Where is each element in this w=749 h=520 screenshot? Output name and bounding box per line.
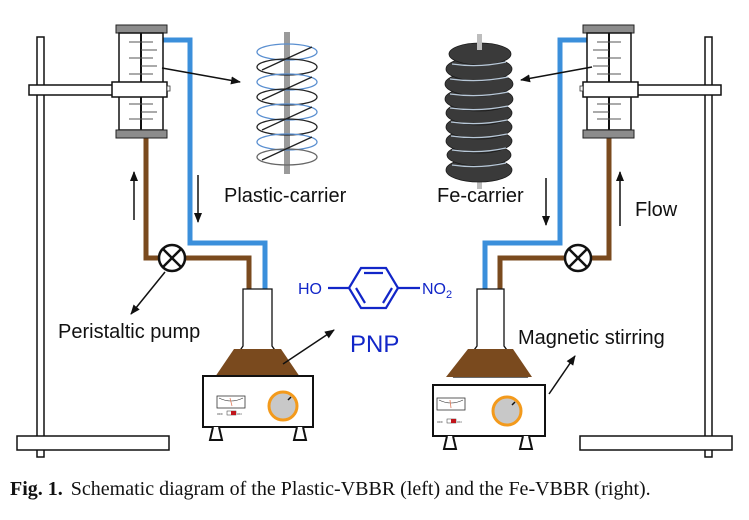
schematic-diagram: Peristaltic pump Plastic-carrier [16, 24, 733, 458]
plastic-carrier-label: Plastic-carrier [224, 185, 347, 207]
peristaltic-pump-label: Peristaltic pump [58, 321, 200, 343]
right-peristaltic-pump-icon [563, 243, 593, 273]
stirring-label-arrow [548, 355, 576, 395]
svg-text:OFF: OFF [437, 420, 443, 424]
ho-group-label: HO [298, 281, 322, 298]
fe-carrier-label: Fe-carrier [437, 185, 524, 207]
caption-text: Schematic diagram of the Plastic-VBBR (l… [70, 478, 651, 500]
right-flask [446, 288, 532, 378]
left-effluent-tube [163, 37, 268, 355]
plastic-carrier-icon [256, 32, 318, 174]
no2-group-label: NO2 [422, 281, 452, 301]
svg-text:ON: ON [237, 412, 242, 416]
caption-prefix: Fig. 1. [10, 478, 63, 500]
pnp-label: PNP [350, 331, 399, 358]
pnp-pointer-arrow [282, 329, 335, 365]
left-carrier-pointer-arrow [161, 67, 241, 85]
fe-carrier-icon [444, 34, 514, 189]
right-reactor-column [579, 24, 639, 139]
right-reactor-setup: Flow [432, 24, 733, 458]
left-flask [215, 288, 300, 378]
right-influent-tube [497, 138, 612, 355]
left-speed-knob[interactable] [267, 390, 299, 422]
left-reactor-setup: Peristaltic pump Plastic-carrier [16, 24, 347, 458]
svg-text:OFF: OFF [217, 412, 223, 416]
figure-caption: Fig. 1. Schematic diagram of the Plastic-… [10, 478, 749, 501]
pnp-molecule: HO NO2 PNP [298, 266, 452, 358]
left-retort-stand [16, 36, 170, 458]
right-retort-stand [579, 36, 733, 458]
left-peristaltic-pump-icon [157, 243, 187, 273]
left-magnetic-stirrer: OFF ON [202, 375, 314, 441]
right-carrier-pointer-arrow [520, 66, 593, 83]
right-speed-knob[interactable] [491, 395, 523, 427]
svg-text:ON: ON [457, 420, 462, 424]
pump-label-arrow [130, 271, 166, 315]
flow-label: Flow [635, 199, 678, 221]
magnetic-stirring-label: Magnetic stirring [518, 327, 665, 349]
left-reactor-column [111, 24, 171, 139]
right-magnetic-stirrer: OFF ON [432, 384, 546, 450]
right-effluent-tube [482, 37, 587, 355]
